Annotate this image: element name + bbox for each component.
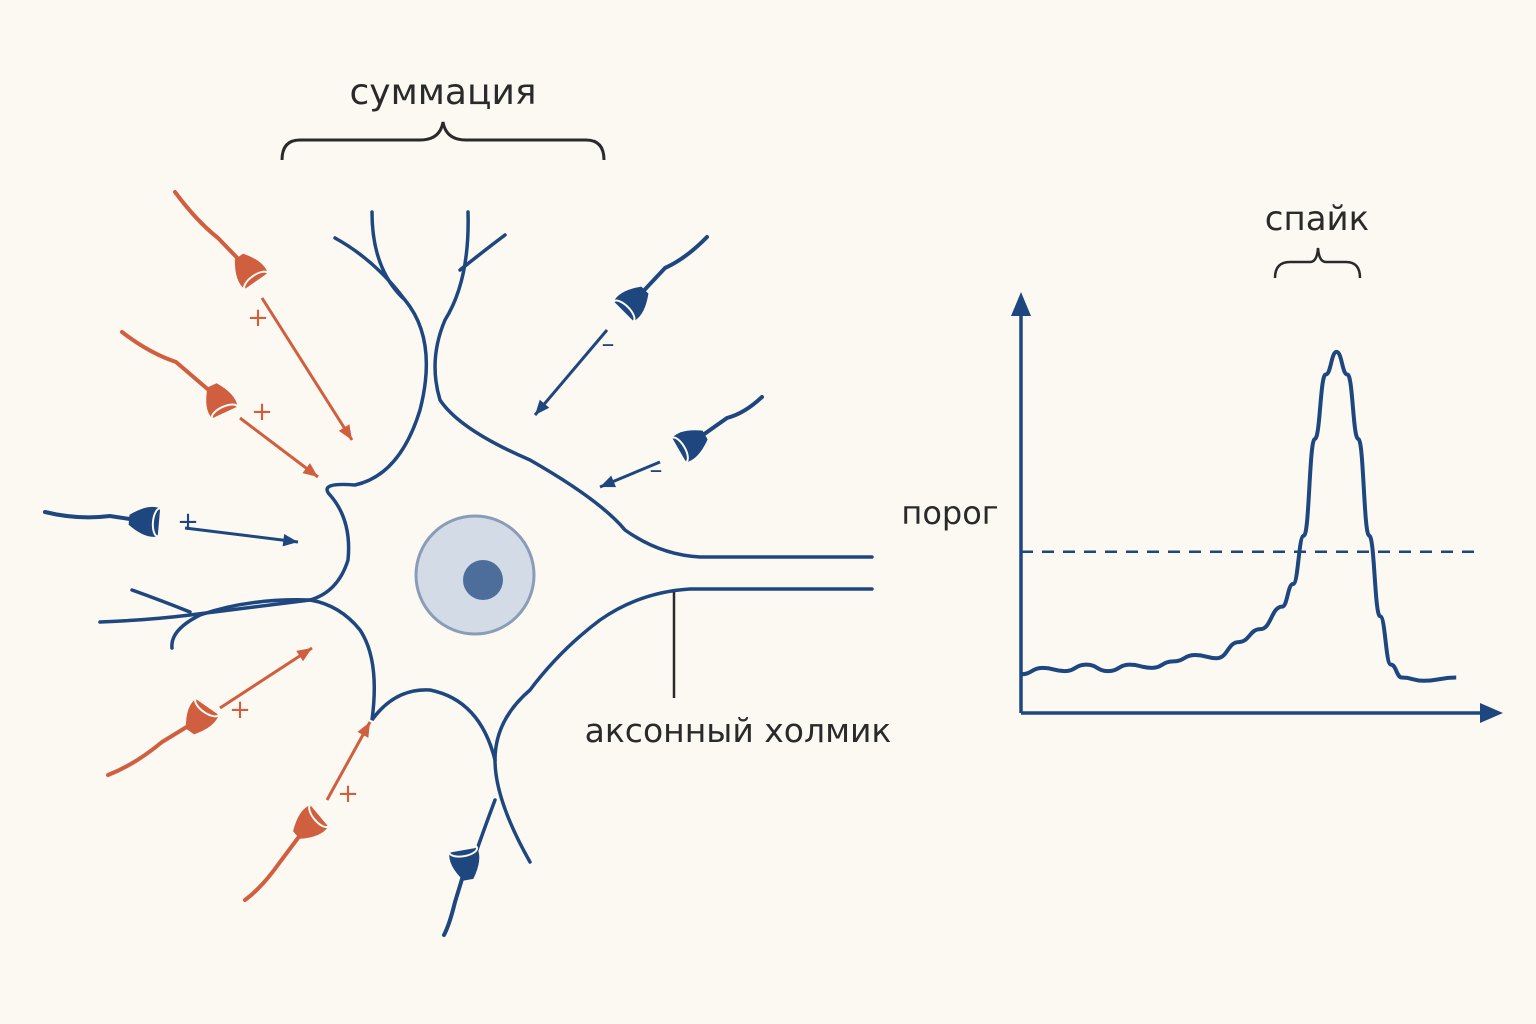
- synapse-sign: +: [177, 507, 199, 537]
- synapse-excitatory: +: [106, 646, 313, 777]
- signal-arrow: [184, 526, 299, 544]
- synaptic-bouton: [611, 286, 649, 324]
- synapse-sign: +: [251, 397, 273, 427]
- signal-arrow: [325, 721, 372, 801]
- nucleus: [414, 514, 536, 636]
- nucleolus: [463, 560, 503, 600]
- synaptic-bouton: [185, 696, 221, 735]
- dendrite-top-right-branch: [458, 233, 507, 272]
- dendrite-top-left-branch: [333, 236, 407, 302]
- synapse-inhibitory: [442, 842, 480, 937]
- summation-group: суммация: [280, 72, 606, 161]
- arrow-head: [338, 424, 352, 440]
- synapse-excitatory: +: [120, 330, 319, 479]
- presynaptic-axon: [691, 395, 764, 444]
- synaptic-bouton: [206, 383, 239, 422]
- presynaptic-axon: [633, 235, 709, 302]
- spike-bracket: [1273, 247, 1362, 279]
- synapse-inhibitory: +: [43, 506, 299, 547]
- synapse-excitatory: +: [243, 721, 372, 902]
- y-axis-arrow: [1011, 292, 1031, 316]
- synapse-sign: –: [650, 455, 663, 485]
- membrane-potential-line: [1020, 349, 1457, 683]
- signal-arrow: [239, 416, 319, 479]
- summation-bracket: [280, 121, 606, 161]
- synapse-sign: +: [247, 303, 269, 333]
- synapse-sign: +: [229, 695, 251, 725]
- arrow-head: [357, 722, 370, 738]
- arrow-head: [282, 534, 298, 547]
- arrow-head: [296, 648, 312, 662]
- signal-arrow: [219, 646, 313, 710]
- synaptic-bouton: [128, 506, 167, 538]
- synapse-inputs: + + + + + – –: [43, 190, 764, 937]
- x-axis-arrow: [1480, 703, 1503, 723]
- presynaptic-axon: [120, 330, 220, 400]
- presynaptic-axon: [442, 864, 468, 937]
- synapse-sign: –: [602, 329, 615, 359]
- synapse-sign: +: [337, 779, 359, 809]
- synapse-inhibitory: –: [533, 235, 709, 416]
- arrow-head: [600, 475, 616, 488]
- synaptic-bouton: [448, 842, 480, 881]
- synaptic-bouton: [293, 803, 331, 839]
- spike-label: спайк: [1265, 199, 1369, 239]
- synapse-excitatory: +: [173, 190, 354, 441]
- presynaptic-axon: [243, 824, 309, 902]
- membrane-potential-chart: [1011, 247, 1503, 723]
- dendrite-left-branch-2: [130, 588, 192, 614]
- arrow-head: [302, 463, 318, 477]
- signal-arrow: [533, 329, 609, 416]
- synapse-inhibitory: –: [599, 395, 764, 489]
- presynaptic-axon: [173, 190, 249, 270]
- synaptic-bouton: [669, 430, 708, 464]
- presynaptic-axon: [43, 510, 145, 523]
- signal-arrow: [260, 297, 354, 441]
- dendrite-top-right-contour: [433, 210, 874, 559]
- neuron: [98, 210, 874, 872]
- dendrite-top-left-contour: [308, 210, 429, 602]
- arrow-head: [535, 399, 550, 415]
- synaptic-bouton: [234, 253, 270, 292]
- threshold-label: порог: [901, 494, 998, 532]
- summation-label: суммация: [349, 72, 536, 113]
- axon-lower-contour: [493, 587, 874, 864]
- presynaptic-axon: [106, 718, 200, 777]
- dendrite-left-branch: [98, 598, 312, 624]
- axon-hillock-label: аксонный холмик: [585, 711, 892, 750]
